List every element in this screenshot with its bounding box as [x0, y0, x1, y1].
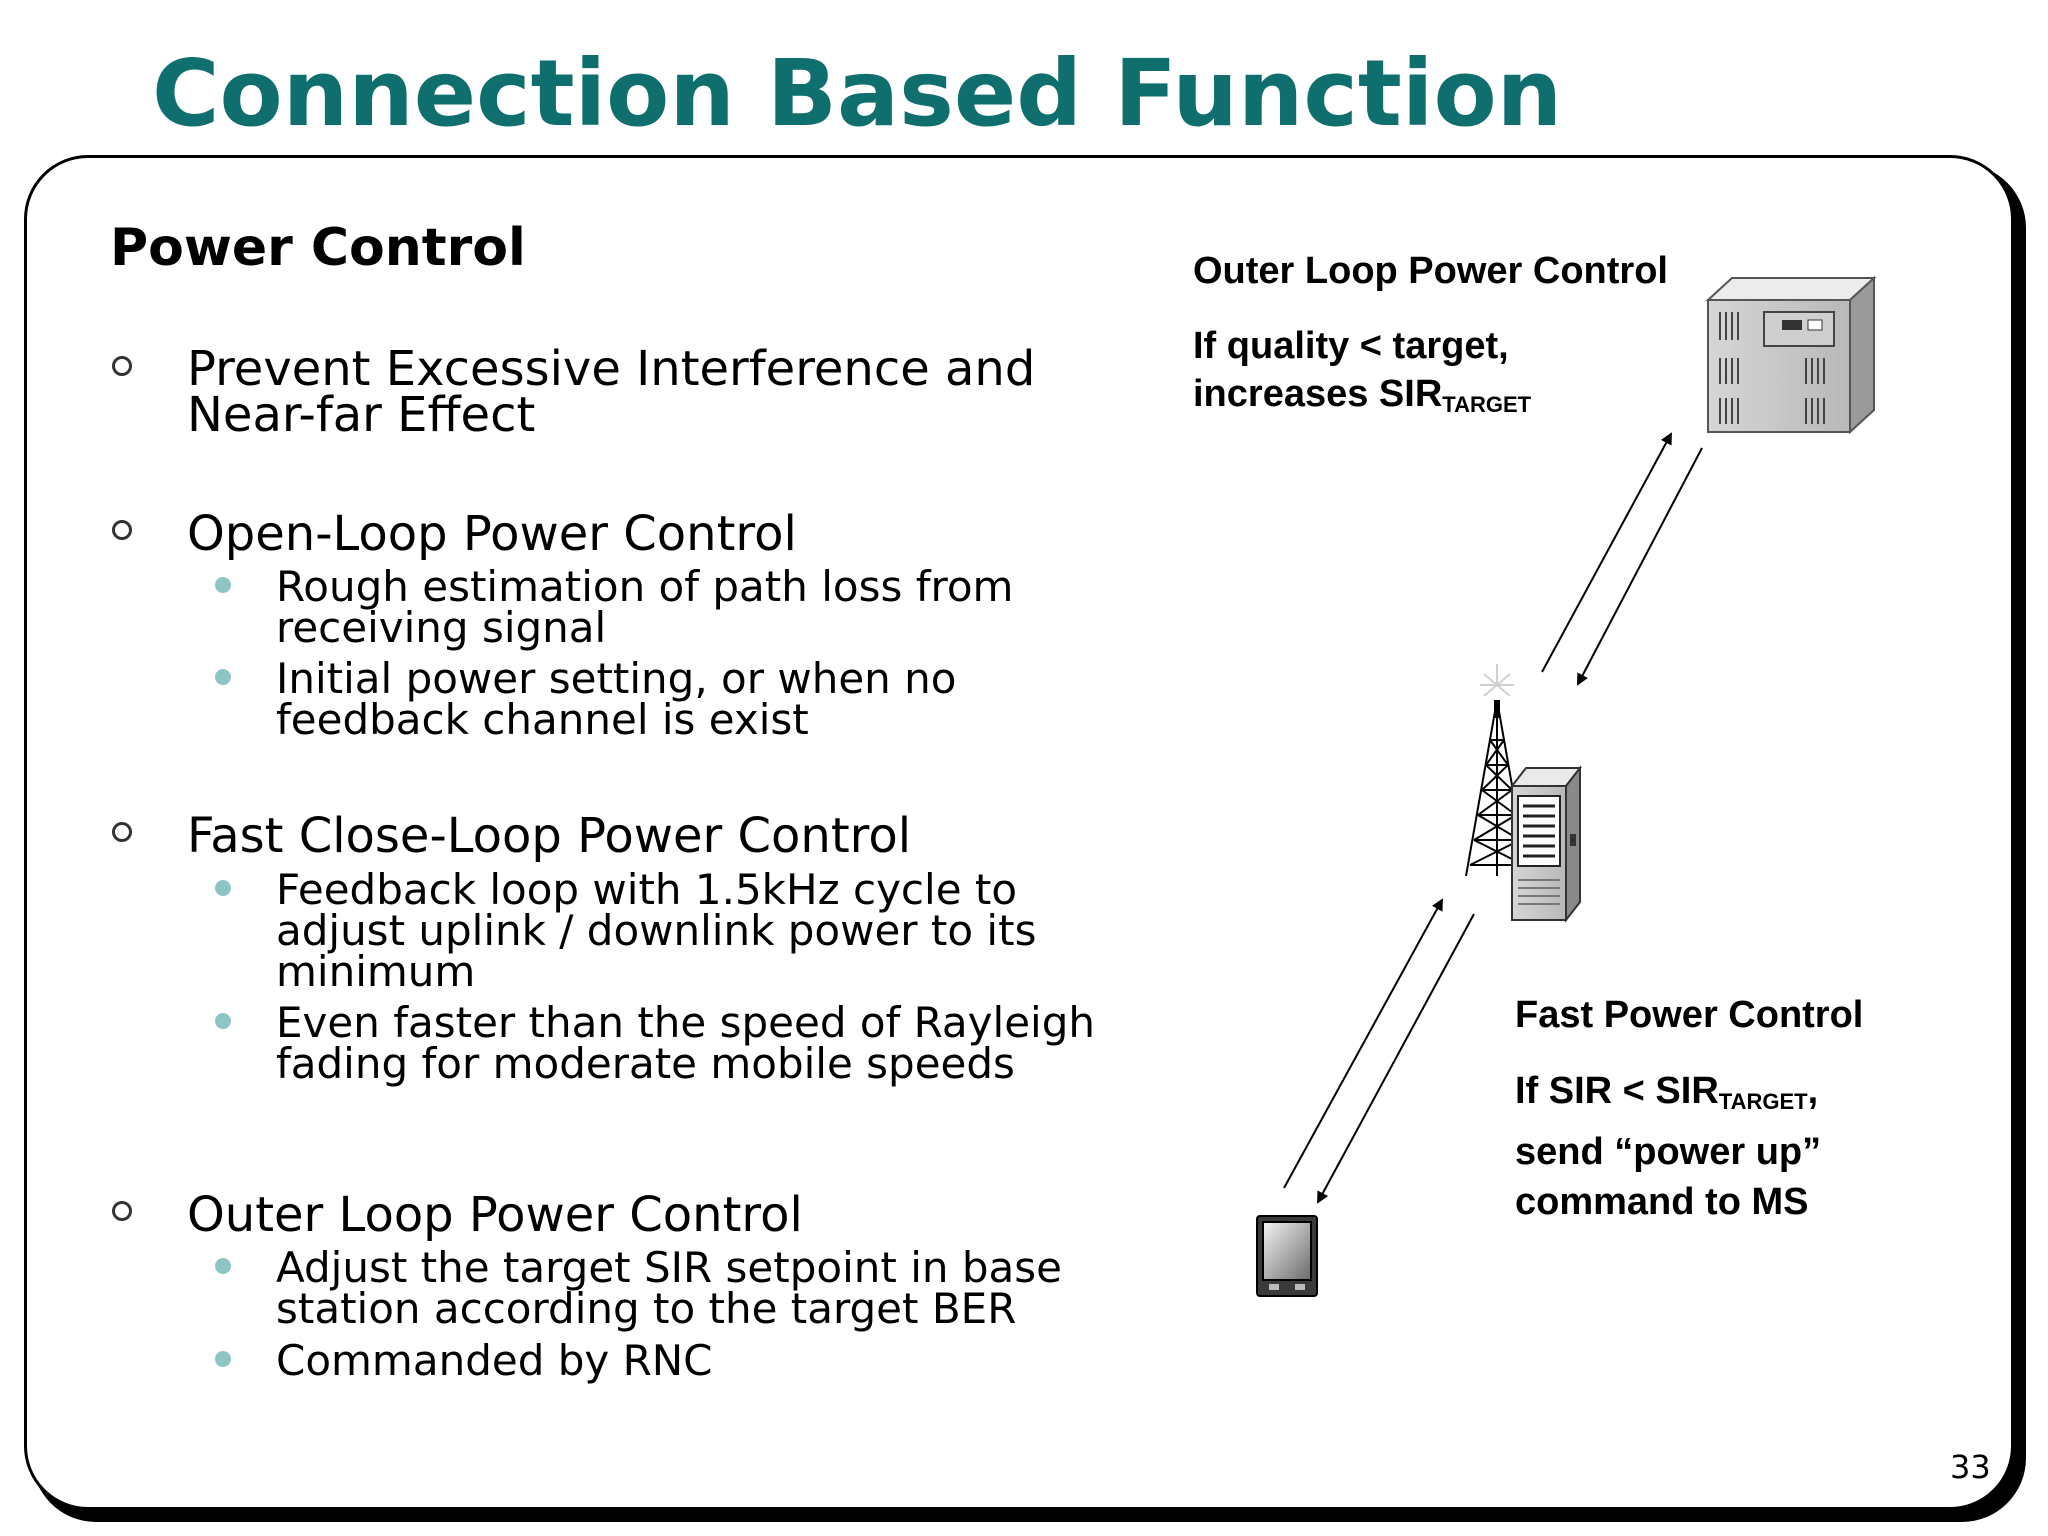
outer-loop-heading: Outer Loop Power Control: [1193, 250, 1668, 292]
bullet-text: Fast Close-Loop Power Control: [187, 808, 912, 864]
hollow-circle-bullet-icon: [112, 356, 132, 376]
sir-text: If SIR < SIR: [1515, 1070, 1719, 1112]
content-frame: [24, 155, 2014, 1510]
fast-pc-line2: send “power up”: [1515, 1131, 1822, 1173]
comma-text: ,: [1807, 1070, 1819, 1112]
downlink-arrow: [1317, 913, 1475, 1204]
hollow-circle-bullet-icon: [112, 520, 132, 540]
dot-bullet-icon: [215, 1013, 231, 1029]
uplink-arrow: [1283, 898, 1443, 1189]
sub-bullet-text: Initial power setting, or when no feedba…: [276, 654, 957, 744]
page-title: Connection Based Function: [152, 40, 1563, 147]
hollow-circle-bullet-icon: [112, 1201, 132, 1221]
bullet-text: Prevent Excessive Interference and Near-…: [187, 341, 1036, 443]
fast-pc-heading: Fast Power Control: [1515, 994, 1864, 1036]
fast-pc-description: If SIR < SIRTARGET, send “power up” comm…: [1515, 1066, 1821, 1227]
uplink-arrow: [1541, 432, 1672, 673]
sub-bullet-text: Rough estimation of path loss from recei…: [276, 562, 1014, 652]
sir-text: increases SIR: [1193, 373, 1443, 415]
outer-loop-description: If quality < target, increases SIRTARGET: [1193, 322, 1531, 429]
dot-bullet-icon: [215, 880, 231, 896]
rnc-server-icon: [1705, 275, 1877, 435]
outer-loop-line2: increases SIRTARGET: [1193, 370, 1531, 429]
mobile-link-arrows: [1283, 898, 1475, 1204]
dot-bullet-icon: [215, 669, 231, 685]
sub-bullet-text: Even faster than the speed of Rayleigh f…: [276, 998, 1095, 1088]
sub-bullet-text: Feedback loop with 1.5kHz cycle to adjus…: [276, 865, 1037, 996]
bullet-text: Outer Loop Power Control: [187, 1187, 803, 1243]
bullet-text: Open-Loop Power Control: [187, 506, 797, 562]
outer-loop-line1: If quality < target,: [1193, 325, 1509, 367]
target-subscript: TARGET: [1718, 1089, 1808, 1114]
downlink-arrow: [1577, 447, 1703, 686]
dot-bullet-icon: [215, 1258, 231, 1274]
mobile-phone-icon: [1256, 1215, 1318, 1297]
rnc-link-arrows: [1541, 432, 1703, 686]
target-subscript: TARGET: [1442, 392, 1532, 417]
section-heading: Power Control: [110, 218, 526, 278]
page-number: 33: [1950, 1448, 1991, 1486]
base-station-tower-icon: [1465, 664, 1583, 923]
dot-bullet-icon: [215, 577, 231, 593]
sub-bullet-text: Commanded by RNC: [276, 1336, 713, 1385]
sub-bullet-text: Adjust the target SIR setpoint in base s…: [276, 1243, 1062, 1333]
hollow-circle-bullet-icon: [112, 822, 132, 842]
fast-pc-line3: command to MS: [1515, 1181, 1809, 1223]
dot-bullet-icon: [215, 1351, 231, 1367]
fast-pc-line1: If SIR < SIRTARGET,: [1515, 1066, 1821, 1127]
